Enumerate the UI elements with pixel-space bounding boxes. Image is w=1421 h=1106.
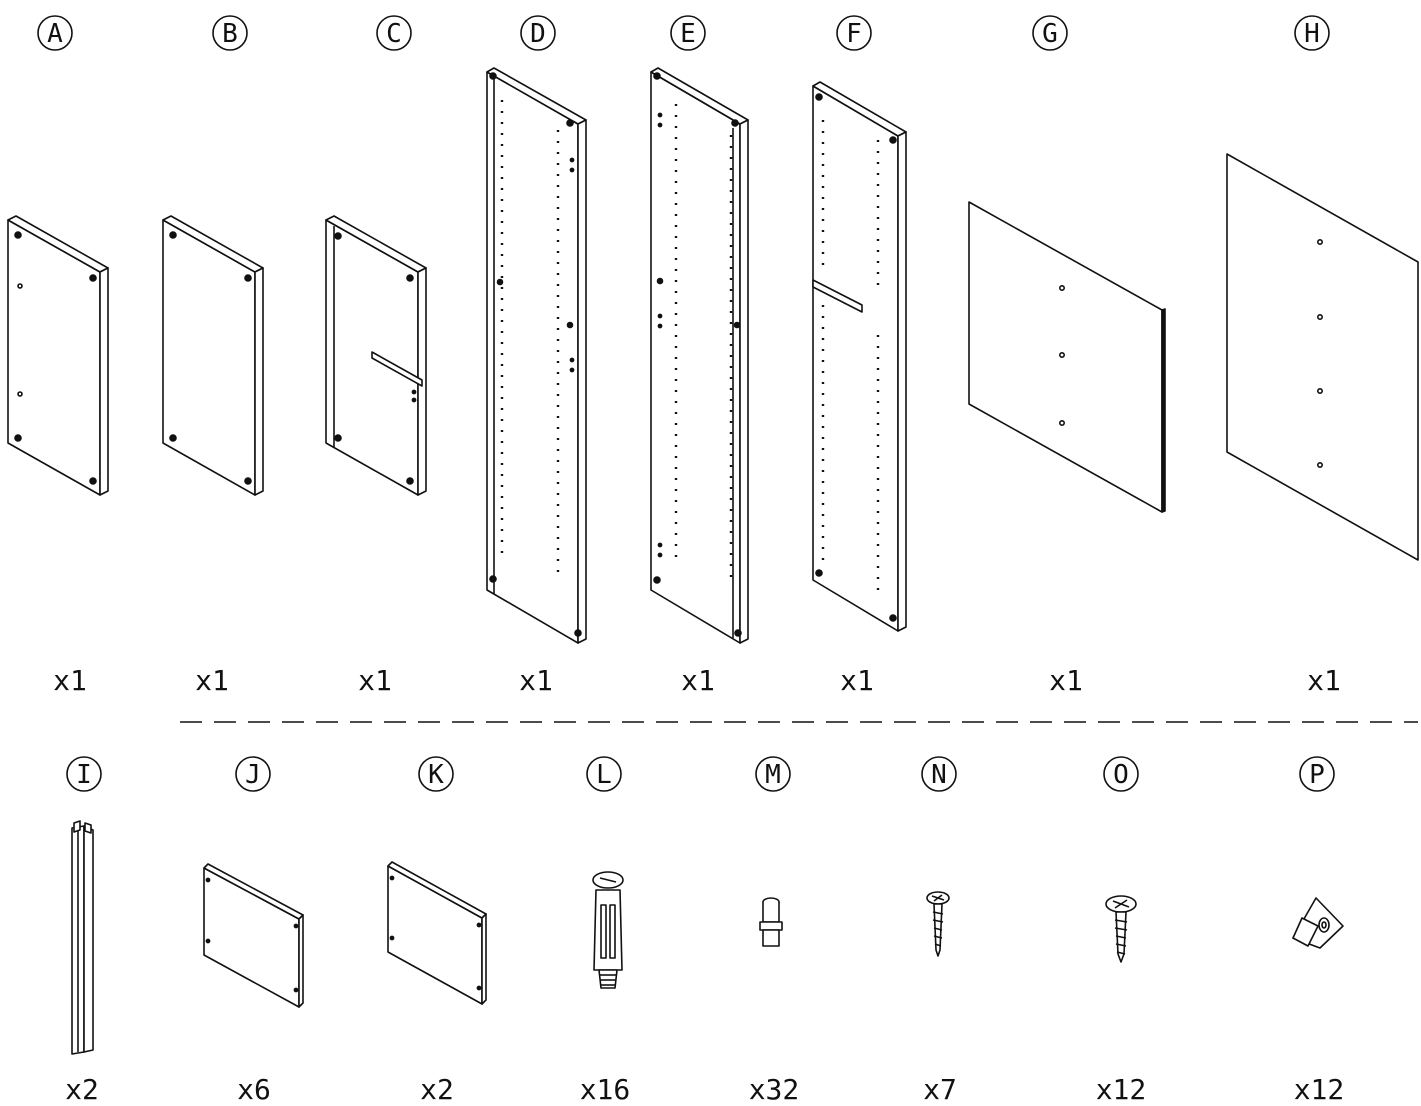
part-b-drawing	[162, 215, 264, 496]
part-m-qty: x32	[749, 1073, 800, 1106]
part-f-drawing	[812, 81, 907, 632]
part-h-label: H	[1294, 15, 1330, 51]
part-a-drawing	[7, 215, 109, 496]
part-c-drawing	[325, 215, 427, 496]
part-d-qty: x1	[519, 664, 553, 697]
part-c-label: C	[376, 15, 412, 51]
part-n-qty: x7	[923, 1073, 957, 1106]
part-f-qty: x1	[840, 664, 874, 697]
part-o-label: O	[1103, 756, 1139, 792]
part-o-letter: O	[1113, 760, 1129, 790]
part-m-drawing	[759, 897, 783, 947]
part-n-letter: N	[931, 760, 947, 790]
part-h-letter: H	[1304, 19, 1320, 49]
part-j-label: J	[235, 756, 271, 792]
part-m-letter: M	[765, 760, 781, 790]
bottom-row-labels: I J K L M N O P	[66, 756, 1335, 792]
part-d-letter: D	[530, 19, 546, 49]
part-j-qty: x6	[237, 1073, 271, 1106]
part-n-drawing	[926, 891, 950, 957]
part-b-label: B	[212, 15, 248, 51]
part-g-drawing	[968, 201, 1166, 513]
part-j-letter: J	[245, 760, 261, 790]
part-p-label: P	[1299, 756, 1335, 792]
part-g-letter: G	[1042, 19, 1058, 49]
part-i-letter: I	[76, 760, 92, 790]
part-p-qty: x12	[1294, 1073, 1345, 1106]
part-e-label: E	[670, 15, 706, 51]
part-k-qty: x2	[420, 1073, 454, 1106]
part-b-letter: B	[222, 19, 238, 49]
part-i-qty: x2	[65, 1073, 99, 1106]
part-i-drawing	[71, 820, 94, 1055]
part-a-letter: A	[47, 19, 63, 49]
part-k-label: K	[418, 756, 454, 792]
part-p-letter: P	[1309, 760, 1325, 790]
part-a-label: A	[37, 15, 73, 51]
part-c-qty: x1	[358, 664, 392, 697]
part-i-label: I	[66, 756, 102, 792]
part-b-qty: x1	[195, 664, 229, 697]
part-o-drawing	[1105, 895, 1137, 963]
part-l-drawing	[592, 871, 624, 989]
part-m-label: M	[755, 756, 791, 792]
part-d-label: D	[520, 15, 556, 51]
part-k-letter: K	[428, 760, 444, 790]
part-l-qty: x16	[580, 1073, 631, 1106]
part-f-label: F	[836, 15, 872, 51]
part-f-letter: F	[846, 19, 862, 49]
part-o-qty: x12	[1096, 1073, 1147, 1106]
part-h-drawing	[1226, 153, 1419, 561]
part-g-qty: x1	[1049, 664, 1083, 697]
part-k-drawing	[387, 861, 487, 1005]
part-l-label: L	[586, 756, 622, 792]
part-j-drawing	[203, 863, 304, 1008]
part-e-letter: E	[680, 19, 696, 49]
bottom-row-quantities: x2 x6 x2 x16 x32 x7 x12 x12	[65, 1073, 1344, 1106]
part-n-label: N	[921, 756, 957, 792]
part-l-letter: L	[596, 760, 612, 790]
part-c-letter: C	[386, 19, 402, 49]
part-d-drawing	[486, 67, 587, 644]
top-row-quantities: x1 x1 x1 x1 x1 x1 x1 x1	[53, 664, 1341, 697]
part-e-drawing	[650, 67, 749, 644]
part-e-qty: x1	[681, 664, 715, 697]
part-p-drawing	[1292, 897, 1344, 949]
part-h-qty: x1	[1307, 664, 1341, 697]
top-row-labels: A B C D E F G H	[37, 15, 1330, 51]
part-a-qty: x1	[53, 664, 87, 697]
part-g-label: G	[1032, 15, 1068, 51]
